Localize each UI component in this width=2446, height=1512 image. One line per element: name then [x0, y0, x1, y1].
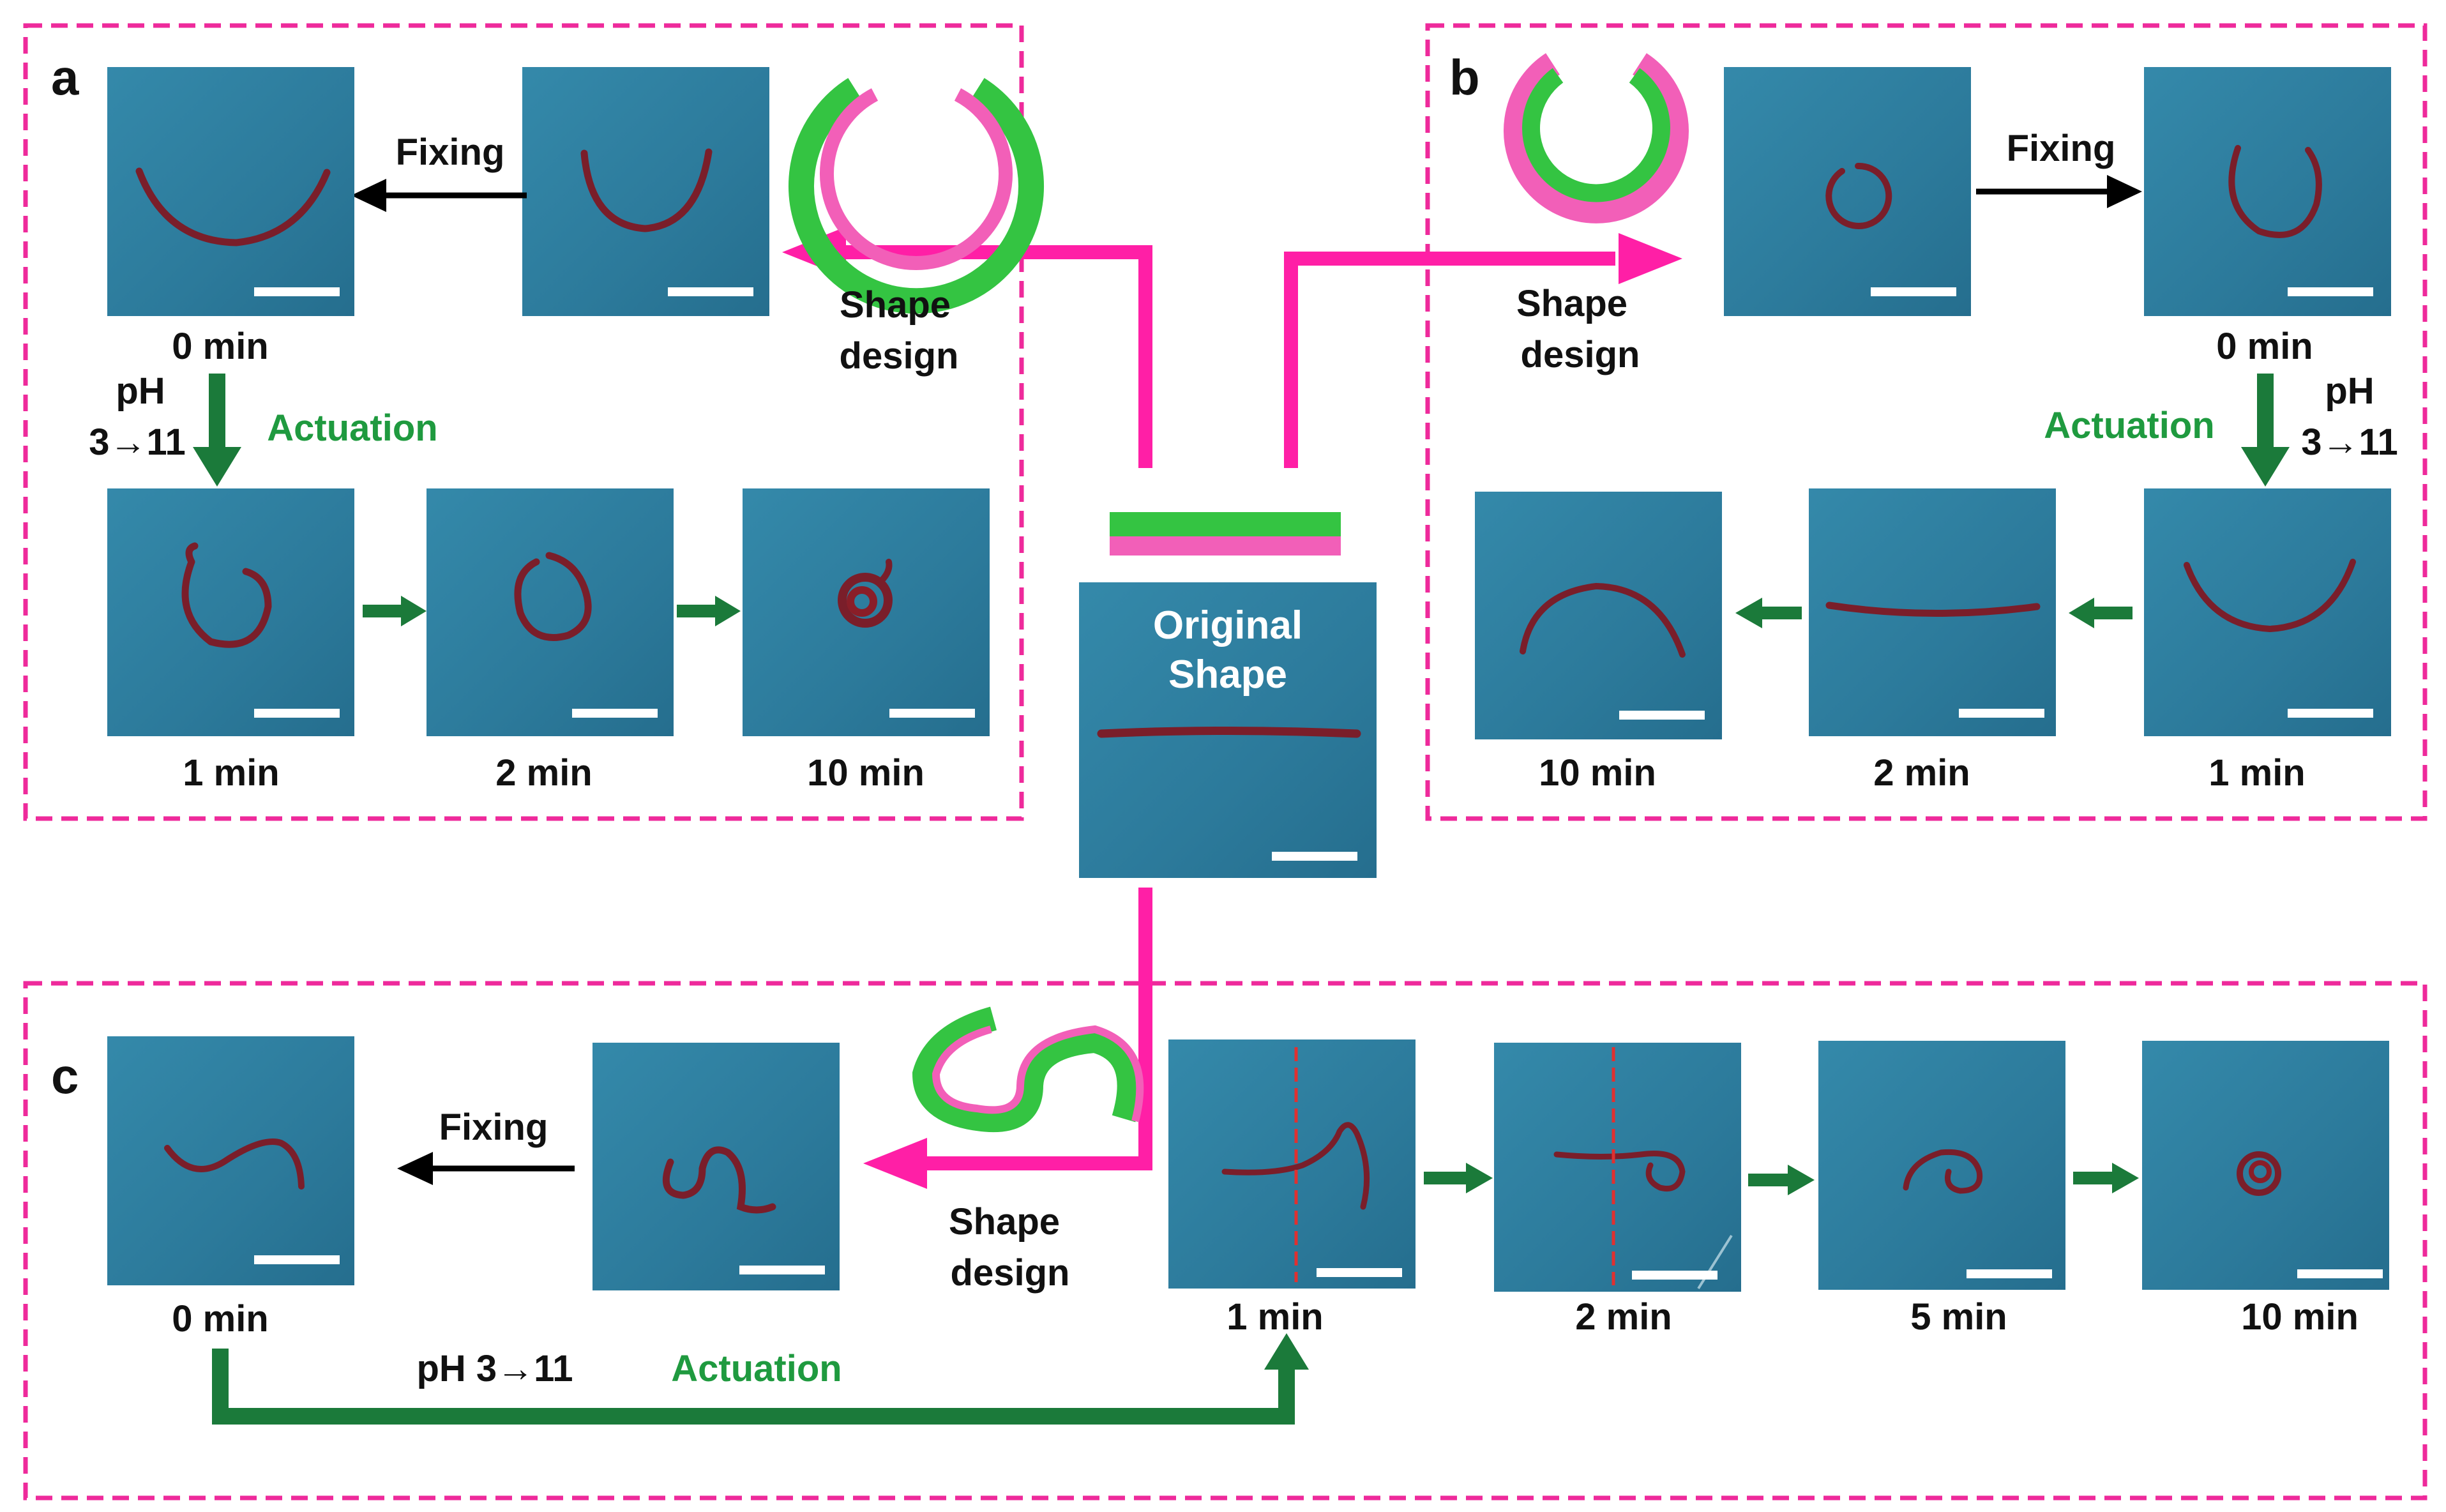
photo-b-10min [1475, 492, 1722, 739]
photo-a-0min [107, 67, 354, 316]
photo-c-0min [107, 1036, 354, 1285]
ring-bilayer-icon [1504, 53, 1689, 223]
panel-a-actuation-label: Actuation [267, 407, 437, 449]
panel-a-letter: a [51, 49, 79, 105]
photo-a-2min [427, 488, 674, 736]
panel-a-ph-line2: 3→11 [89, 421, 186, 463]
panel-a-time-2: 2 min [495, 752, 593, 794]
panel-a-shape-design-line2: design [840, 335, 959, 377]
step-arrow-c-2-head [1788, 1165, 1815, 1195]
panel-c-letter: c [51, 1048, 79, 1104]
photo-c-2min [1494, 1043, 1741, 1292]
panel-c-time-4: 10 min [2241, 1296, 2359, 1338]
panel-c-time-0: 0 min [172, 1298, 269, 1340]
photo-b-0min [2144, 67, 2391, 316]
step-arrow-c-3-head [2112, 1163, 2139, 1193]
panel-c-shape-design-line2: design [951, 1252, 1070, 1294]
photo-b-designed [1724, 67, 1971, 316]
original-shape-label-line1: Original [1153, 603, 1302, 647]
panel-b-ph-line2: 3→11 [2301, 421, 2398, 463]
arc-bilayer-icon [789, 78, 1044, 314]
panel-c-time-3: 5 min [1910, 1296, 2007, 1338]
step-arrow-b-2-head [1735, 598, 1762, 628]
panel-c-border [23, 981, 2427, 1501]
actuation-arrow-b-head [2241, 447, 2290, 487]
photo-b-1min [2144, 488, 2391, 736]
design-arrow-to-c [925, 888, 1152, 1170]
step-arrow-b-1-head [2069, 598, 2094, 628]
design-arrow-to-b [1284, 252, 1615, 468]
panel-b-time-1: 1 min [2208, 752, 2306, 794]
actuation-arrow-a-head [193, 447, 241, 487]
panel-b-shape-design-line2: design [1521, 334, 1640, 375]
s-bilayer-icon [912, 1006, 1144, 1133]
fixing-arrow-a-head [351, 179, 386, 212]
panel-b-time-2: 2 min [1873, 752, 1970, 794]
fixing-arrow-b-head [2107, 175, 2142, 208]
photo-a-10min [743, 488, 990, 736]
panel-b-shape-design-line1: Shape [1516, 283, 1627, 324]
panel-b-border [1425, 23, 2427, 821]
panel-c-actuation-label: Actuation [671, 1348, 842, 1389]
actuation-arrow-c [212, 1349, 1295, 1425]
panel-b-time-3: 10 min [1539, 752, 1656, 794]
design-arrow-to-b-head [1619, 233, 1682, 284]
photo-b-2min [1809, 488, 2056, 736]
photo-a-1min [107, 488, 354, 736]
photo-original [1079, 582, 1377, 878]
photo-c-10min [2142, 1041, 2389, 1290]
panel-c-ph-label: pH 3→11 [417, 1348, 573, 1389]
photo-c-5min [1818, 1041, 2065, 1290]
photo-a-designed [522, 67, 769, 316]
step-arrow-c-1-head [1466, 1163, 1493, 1193]
step-arrow-a-2-head [715, 596, 741, 626]
photo-c-1min [1168, 1040, 1416, 1289]
panel-c-time-1: 1 min [1227, 1296, 1324, 1338]
panel-c-fixing-label: Fixing [439, 1107, 548, 1148]
panel-a-fixing-label: Fixing [396, 132, 505, 173]
design-arrow-to-c-head [863, 1138, 927, 1189]
panel-b-fixing-label: Fixing [2007, 128, 2116, 169]
panel-b-letter: b [1449, 49, 1480, 105]
photo-c-designed [593, 1043, 840, 1290]
panel-a-time-3: 10 min [807, 752, 925, 794]
original-shape-label-line2: Shape [1168, 653, 1287, 697]
panel-c-time-2: 2 min [1575, 1296, 1672, 1338]
panel-b-actuation-label: Actuation [2044, 405, 2214, 446]
panel-b-time-0: 0 min [2216, 326, 2313, 367]
panel-a-time-0: 0 min [172, 326, 269, 367]
panel-a-shape-design-line1: Shape [840, 284, 951, 326]
step-arrow-a-1-head [401, 596, 427, 626]
fixing-arrow-c-head [397, 1152, 433, 1185]
panel-a-ph-line1: pH [116, 370, 165, 412]
panel-a-time-1: 1 min [183, 752, 280, 794]
actuation-arrow-c-head [1264, 1333, 1309, 1370]
panel-a-border [23, 23, 1024, 821]
panel-b-ph-line1: pH [2325, 370, 2374, 412]
flat-bilayer-icon [1110, 512, 1341, 556]
panel-c-shape-design-line1: Shape [949, 1201, 1060, 1243]
